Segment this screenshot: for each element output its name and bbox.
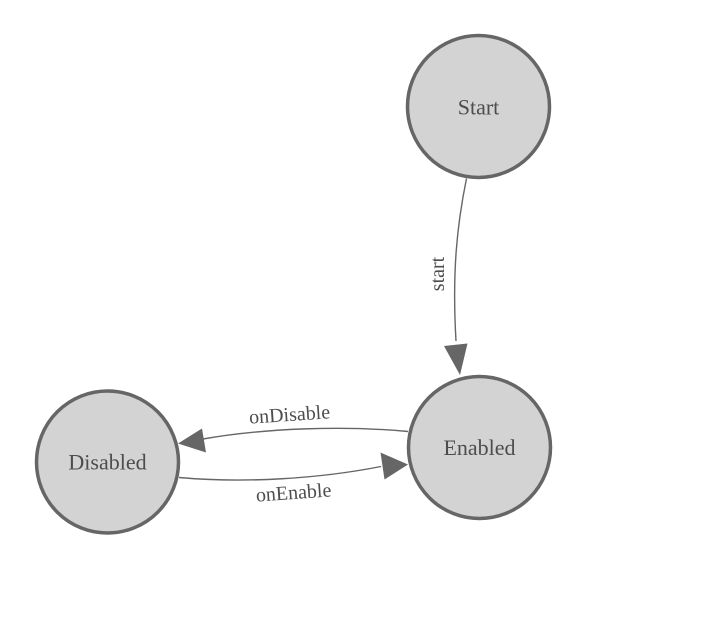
edge-start-to-enabled-line [453,178,468,342]
start-state-label: Start [458,95,500,120]
edge-disabled-to-enabled-arrowhead-icon [380,452,408,480]
node-disabled: Disabled [34,389,181,535]
edge-disabled-to-enabled: onEnable [178,452,408,507]
edge-start-to-enabled-arrowhead-icon [444,343,468,375]
edge-start-to-enabled: start [427,178,468,375]
node-enabled: Enabled [406,374,553,521]
edge-disabled-to-enabled-line [178,465,382,481]
edge-enabled-to-disabled-line [202,427,409,440]
enabled-state-label: Enabled [443,435,515,460]
enabled-state-circle [406,374,553,521]
start-state-circle [405,33,552,180]
edge-label-onenable: onEnable [255,479,332,506]
edge-label-start: start [427,256,449,291]
edge-enabled-to-disabled-arrowhead-icon [178,428,206,453]
disabled-state-circle [34,389,181,535]
node-start: Start [405,33,552,180]
edge-enabled-to-disabled: onDisable [178,401,409,453]
edge-label-ondisable: onDisable [248,401,330,428]
disabled-state-label: Disabled [68,450,146,475]
